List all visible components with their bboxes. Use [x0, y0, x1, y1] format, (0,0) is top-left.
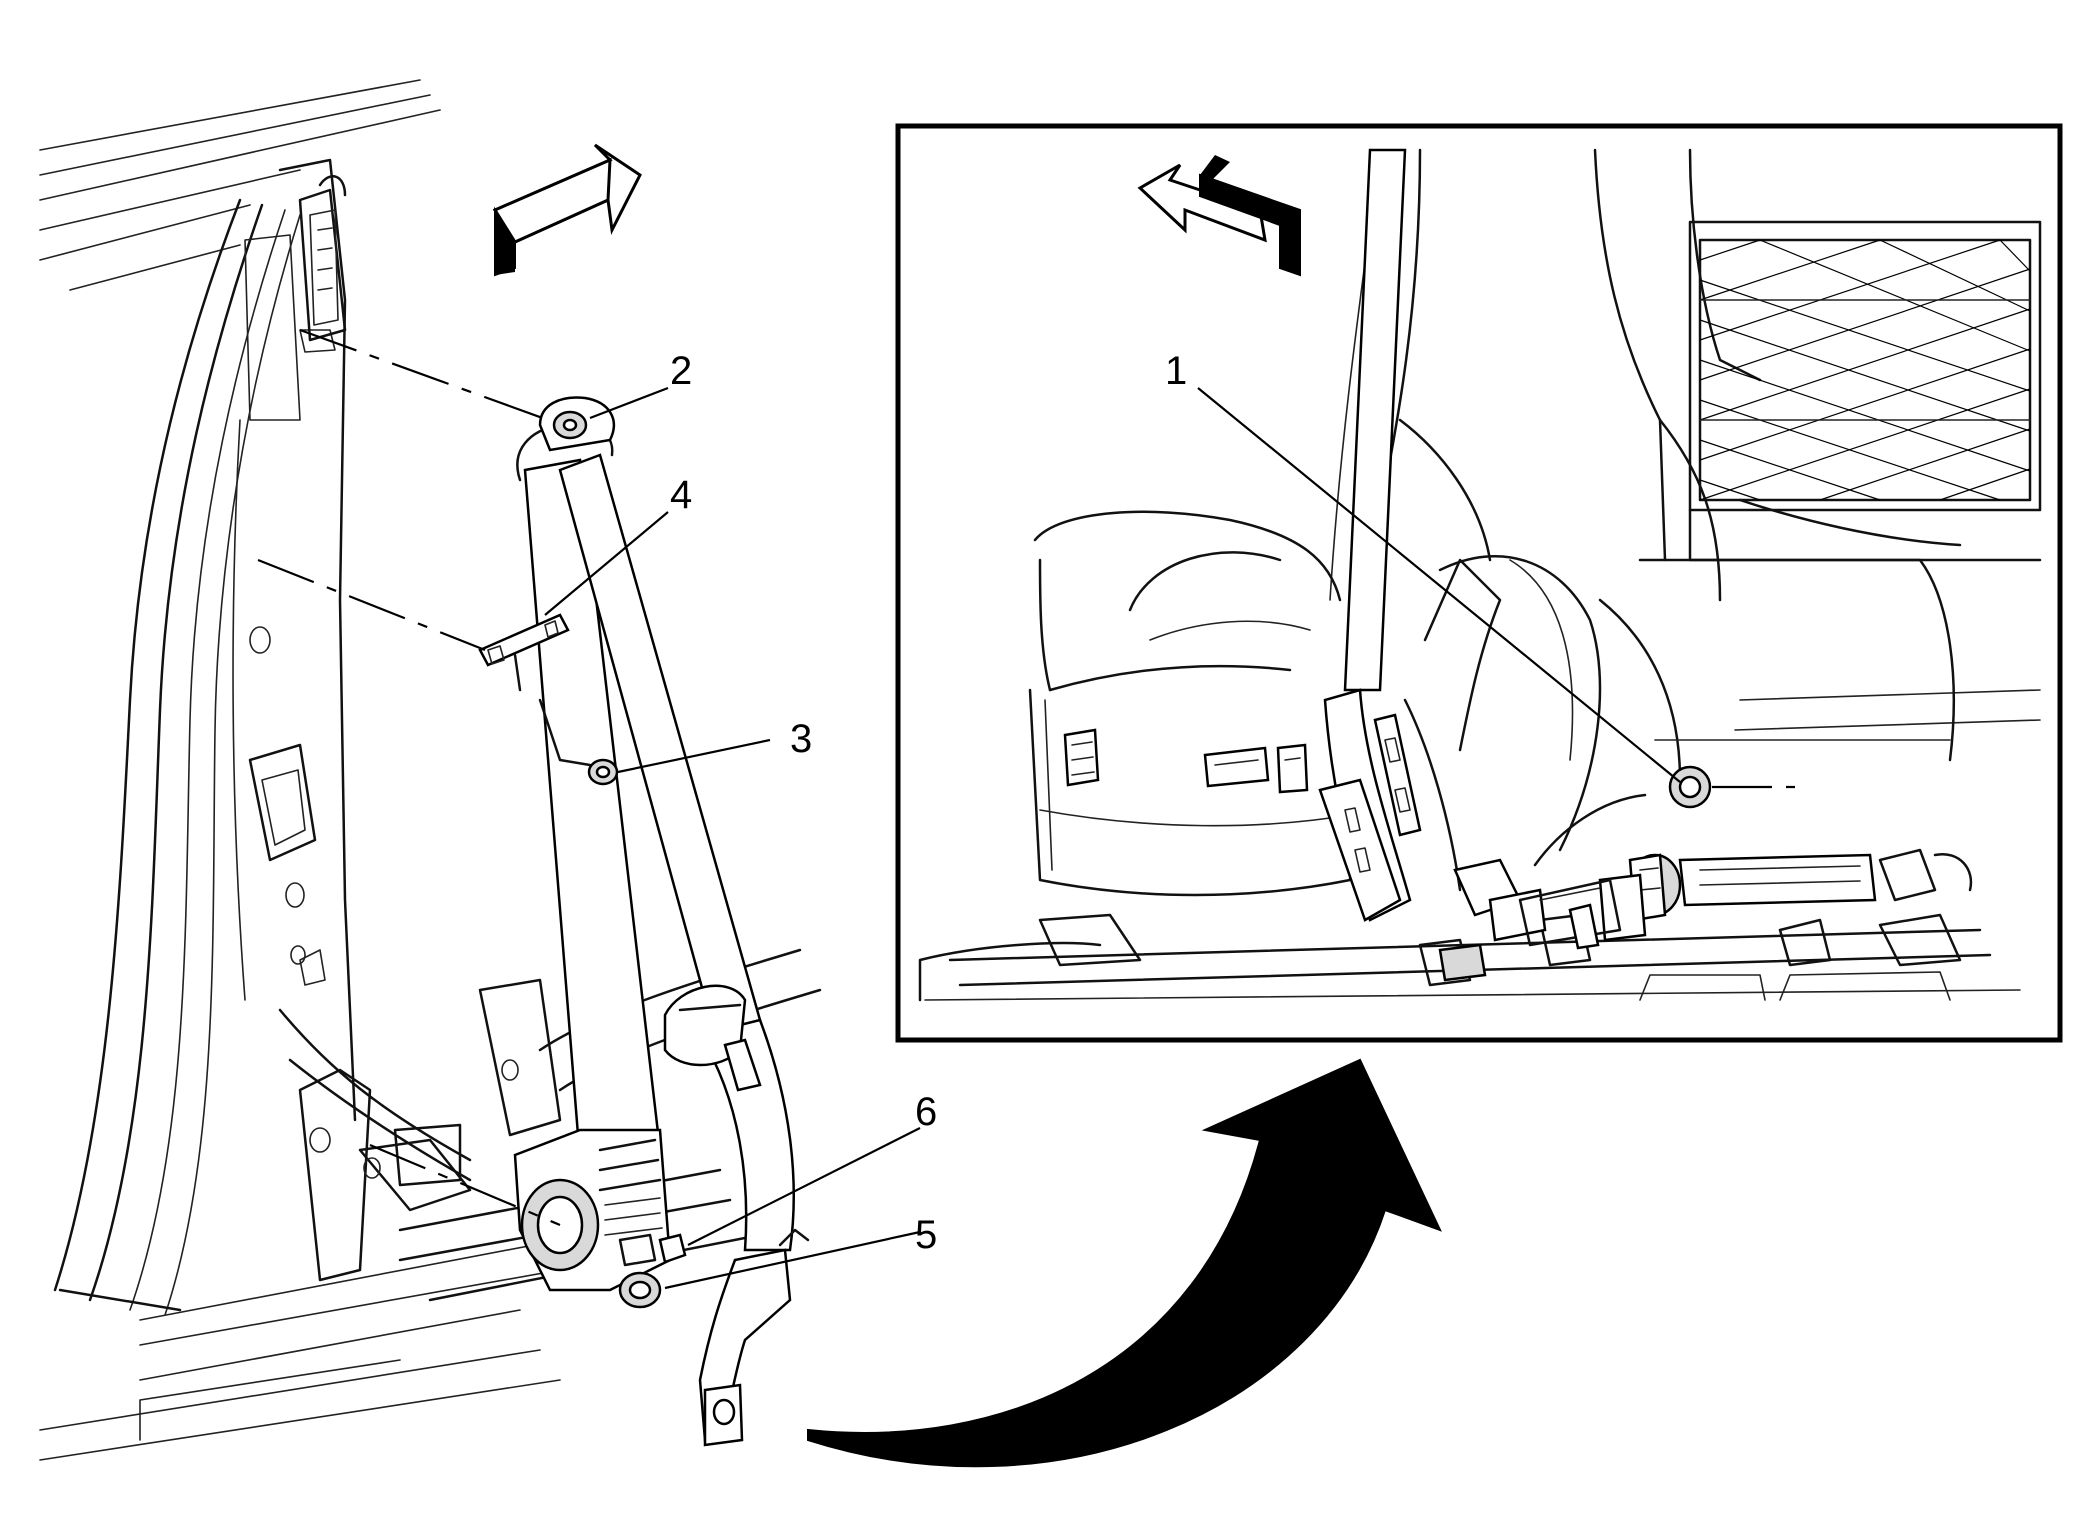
- callout-2: 2: [670, 349, 692, 393]
- guide-bolt: [538, 698, 619, 786]
- callout-4: 4: [670, 473, 692, 517]
- seat-cushion: [1028, 510, 1362, 897]
- direction-arrow-icon: [492, 143, 642, 277]
- callout-3: 3: [790, 717, 812, 761]
- rocker-sill: [39, 948, 822, 1461]
- seat-belt-webbing: [516, 422, 795, 1252]
- seat-side-trim: [1318, 713, 1422, 922]
- lower-anchor-plate: [698, 1228, 810, 1447]
- leader-lines-left: [544, 386, 921, 1290]
- webbing-guide-clip: [478, 613, 570, 692]
- curved-arrow-icon: [807, 1058, 1442, 1468]
- seat-adjuster-motor: [1598, 848, 1973, 942]
- direction-arrow-icon: [1137, 155, 1301, 277]
- leader-line-1: [1197, 387, 1681, 783]
- b-pillar-outer: [53, 198, 301, 1316]
- seat-belt-retractor: [513, 1128, 687, 1292]
- seat-anchor-nut: [1533, 765, 1795, 867]
- left-view-pillar-assembly: [39, 79, 822, 1461]
- upper-guide-d-ring: [538, 396, 616, 452]
- upper-guide-bracket-on-pillar: [298, 175, 347, 342]
- seat-control-switches: [1063, 728, 1309, 794]
- callout-1: 1: [1165, 349, 1187, 393]
- retractor-bolt: [618, 1271, 662, 1309]
- detail-lower-belt-anchor: [1453, 858, 1622, 950]
- detail-view-seat-anchor: [895, 123, 2063, 1043]
- callout-6: 6: [915, 1090, 937, 1134]
- alignment-lines-left: [257, 328, 561, 1227]
- seat-track-floor: [918, 913, 2021, 1002]
- b-pillar-inner-panel: [232, 158, 357, 1122]
- callout-5: 5: [915, 1213, 937, 1257]
- roof-rail: [39, 79, 441, 291]
- seat-bolster: [1438, 555, 1955, 852]
- cargo-net: [1688, 220, 2042, 562]
- pillar-bracket-details: [363, 978, 562, 1187]
- latch-plate: [663, 984, 762, 1092]
- callout-labels: 1 2 3 4 5 6: [670, 349, 1187, 1257]
